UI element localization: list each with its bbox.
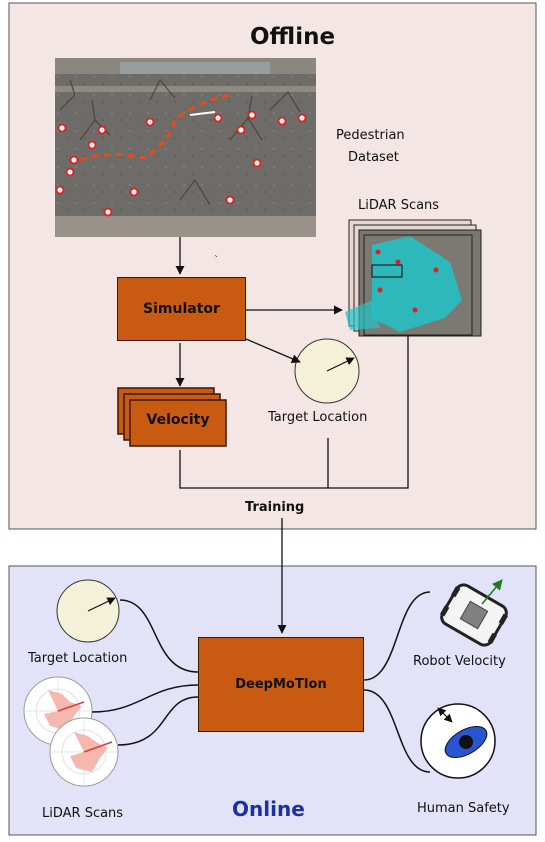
velocity-label: Velocity	[146, 412, 210, 428]
human-safety-icon	[420, 703, 496, 779]
dataset-label-line1: Pedestrian	[336, 128, 405, 143]
training-label: Training	[245, 500, 305, 515]
online-title: Online	[232, 797, 305, 821]
online-connectors	[91, 591, 431, 773]
deepmotion-box: DeepMoTIon	[198, 637, 364, 732]
offline-connectors	[175, 237, 409, 634]
online-lidar-label: LiDAR Scans	[42, 806, 124, 821]
simulator-box: Simulator	[117, 277, 246, 341]
pedestrian-dataset-image	[55, 58, 316, 237]
lidar-scan-stack	[345, 219, 482, 337]
target-location-dial-offline	[294, 338, 360, 404]
online-target-location-label: Target Location	[28, 651, 128, 666]
dataset-label-line2: Dataset	[348, 150, 399, 165]
human-safety-label: Human Safety	[417, 801, 510, 816]
robot-velocity-arrow	[481, 579, 503, 605]
offline-target-location-label: Target Location	[268, 410, 368, 425]
offline-title: Offline	[250, 24, 336, 50]
target-location-dial-online	[56, 579, 120, 643]
velocity-stack	[117, 387, 227, 447]
lidar-polar-plots	[23, 676, 119, 787]
robot-velocity-label: Robot Velocity	[413, 654, 506, 669]
offline-lidar-label: LiDAR Scans	[358, 198, 440, 213]
tick-mark: `	[214, 255, 219, 266]
robot-icon	[440, 583, 508, 647]
